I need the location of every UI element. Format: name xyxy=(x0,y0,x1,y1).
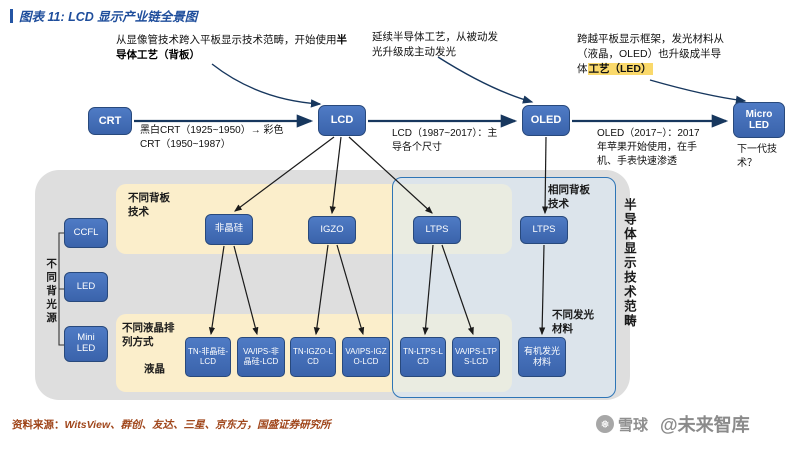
node-oled: OLED xyxy=(522,105,570,136)
backplane-a-si-box: 非晶硅 xyxy=(205,214,253,245)
node-lcd: LCD xyxy=(318,105,366,136)
annotation-lcd-to-oled: 延续半导体工艺，从被动发光升级成主动发光 xyxy=(372,30,506,60)
panel-vaips-asi-lcd-box: VA/IPS-非晶硅-LCD xyxy=(237,337,285,377)
panel-tn-igzo-lcd-box: TN-IGZO-LCD xyxy=(290,337,336,377)
source-text: WitsView、群创、友达、三星、京东方，国盛证券研究所 xyxy=(64,419,331,431)
backlight-led-box: LED xyxy=(64,272,108,302)
liquid-crystal-sub-label: 液晶 xyxy=(144,363,165,375)
transition-oled-era: OLED（2017~）：2017年苹果开始使用，在手机、手表快速渗透 xyxy=(597,128,700,167)
watermark-handle: @未来智库 xyxy=(660,415,750,435)
transition-crt-to-lcd: 黑白CRT（1925~1950）→ 彩色CRT（1950~1987） xyxy=(140,125,284,150)
emitter-label: 不同发光材料 xyxy=(552,309,594,336)
backplane-igzo-box: IGZO xyxy=(308,216,356,244)
annotation-highlight: 工艺（LED） xyxy=(587,63,653,76)
organic-emitter-box: 有机发光材料 xyxy=(518,337,566,377)
source-line: 资料来源：WitsView、群创、友达、三星、京东方，国盛证券研究所 xyxy=(12,417,331,432)
annotation-oled-to-microled: 跨越平板显示框架，发光材料从（液晶，OLED）也升级成半导体工艺（LED） xyxy=(577,32,731,78)
node-micro-led: Micro LED xyxy=(733,102,785,138)
title-accent-bar xyxy=(10,8,13,23)
next-generation-note: 下一代技术？ xyxy=(737,144,777,169)
panel-tn-ltps-lcd-box: TN-LTPS-LCD xyxy=(400,337,446,377)
annotation-text: 延续半导体工艺，从被动发光升级成主动发光 xyxy=(372,31,498,59)
annotation-crt-to-lcd: 从显像管技术跨入平板显示技术范畴，开始使用半导体工艺（背板） xyxy=(116,33,350,63)
backlight-mini-led-box: Mini LED xyxy=(64,326,108,362)
semiconductor-scope-label: 半导体显示技术范畴 xyxy=(621,198,636,329)
transition-lcd-era: LCD（1987~2017）：主导各个尺寸 xyxy=(392,128,498,153)
same-backplane-label: 相同背板技术 xyxy=(548,184,590,211)
backlight-ccfl-box: CCFL xyxy=(64,218,108,248)
panel-vaips-ltps-lcd-box: VA/IPS-LTPS-LCD xyxy=(452,337,500,377)
figure-title: 图表 11: LCD 显示产业链全景图 xyxy=(19,10,198,24)
backlight-label: 不同背光源 xyxy=(45,258,58,326)
liquid-crystal-label: 不同液晶排列方式 xyxy=(122,322,175,349)
annotation-text: 跨越平板显示框架，发光材料从（液晶，OLED）也升级成半导体 xyxy=(577,33,724,76)
source-label: 资料来源： xyxy=(12,419,65,431)
annotation-text: 从显像管技术跨入平板显示技术范畴，开始使用 xyxy=(116,34,337,46)
panel-tn-asi-lcd-box: TN-非晶硅-LCD xyxy=(185,337,231,377)
annotation-emphasis: 半导体工艺（背板） xyxy=(116,34,347,62)
backplane-ltps-box: LTPS xyxy=(413,216,461,244)
oled-backplane-ltps-box: LTPS xyxy=(520,216,568,244)
figure-title-row: 图表 11: LCD 显示产业链全景图 xyxy=(10,6,197,25)
panel-vaips-igzo-lcd-box: VA/IPS-IGZO-LCD xyxy=(342,337,390,377)
watermark: ❅ 雪球 @未来智库 xyxy=(596,411,750,437)
xueqiu-logo-icon: ❅ xyxy=(596,415,614,433)
backplane-label: 不同背板技术 xyxy=(128,192,170,219)
xueqiu-logo-text: 雪球 xyxy=(618,416,649,434)
node-crt: CRT xyxy=(88,107,132,135)
